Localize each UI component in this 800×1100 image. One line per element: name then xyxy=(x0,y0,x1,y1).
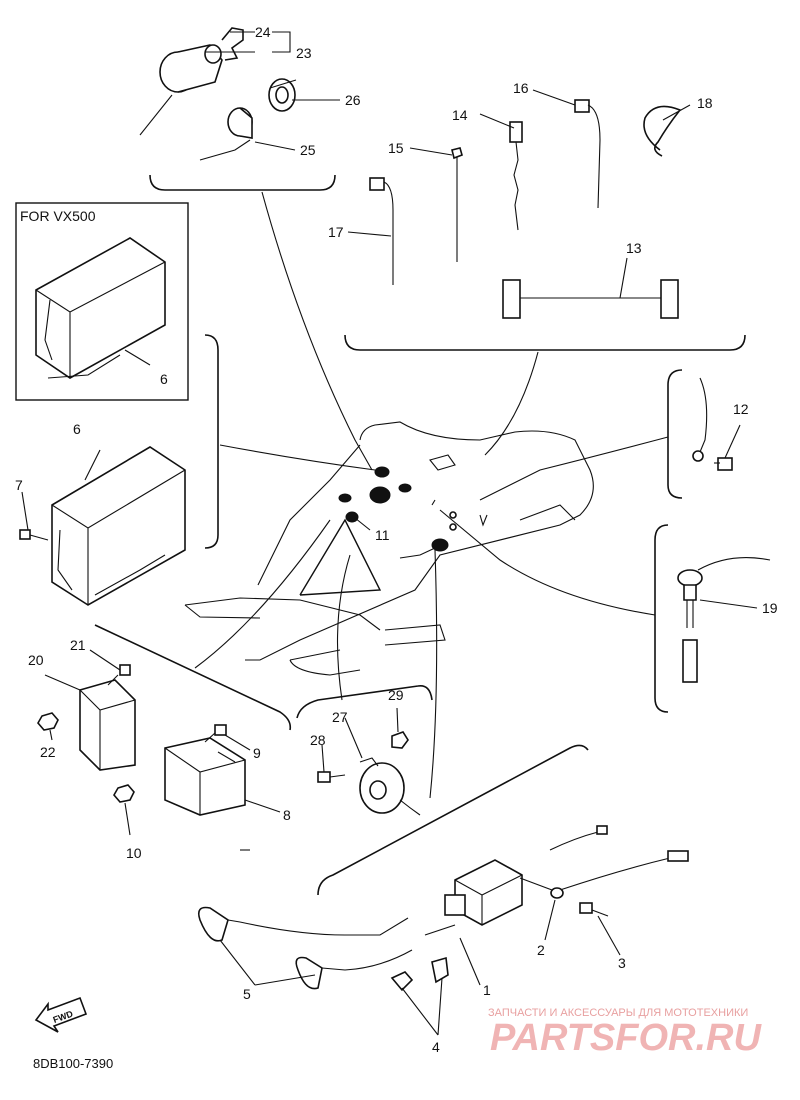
callout-11: 11 xyxy=(375,527,390,543)
callout-3: 3 xyxy=(618,955,626,971)
watermark-logo: PARTSFOR.RU xyxy=(490,1017,762,1059)
bolt-28 xyxy=(317,771,346,783)
bolt-9 xyxy=(204,724,227,743)
unit-8 xyxy=(164,737,246,816)
callout-labels: 1 2 3 4 5 6 6 7 8 9 10 11 12 13 14 15 16… xyxy=(15,24,778,1055)
chassis-outline xyxy=(184,421,594,676)
main-switch-assembly xyxy=(139,27,244,136)
callout-13: 13 xyxy=(626,240,642,256)
bolt-21 xyxy=(107,664,131,686)
tie-17 xyxy=(369,177,394,285)
callout-6: 6 xyxy=(73,421,81,437)
ignition-coil xyxy=(444,825,689,926)
wire-leaders xyxy=(194,191,669,799)
plug-caps-5 xyxy=(197,906,456,990)
callout-6-vx500: 6 xyxy=(160,371,168,387)
tie-16 xyxy=(574,99,601,209)
group-brackets xyxy=(94,174,746,896)
clip-14 xyxy=(509,121,523,231)
callout-16: 16 xyxy=(513,80,529,96)
callout-18: 18 xyxy=(697,95,713,111)
callout-4: 4 xyxy=(432,1039,440,1055)
callout-5: 5 xyxy=(243,986,251,1002)
band-13 xyxy=(502,279,679,319)
fwd-arrow: FWD xyxy=(34,996,88,1033)
callout-29: 29 xyxy=(388,687,404,703)
grommet xyxy=(268,78,297,112)
tie-15 xyxy=(451,147,463,262)
callout-1: 1 xyxy=(483,982,491,998)
callout-14: 14 xyxy=(452,107,468,123)
nut-22 xyxy=(37,712,59,731)
callout-23: 23 xyxy=(296,45,312,61)
callout-27: 27 xyxy=(332,709,348,725)
callout-9: 9 xyxy=(253,745,261,761)
callout-28: 28 xyxy=(310,732,326,748)
control-unit-main xyxy=(51,446,186,606)
callout-19: 19 xyxy=(762,600,778,616)
callout-25: 25 xyxy=(300,142,316,158)
callout-10: 10 xyxy=(126,845,142,861)
callout-leaders xyxy=(21,31,758,1036)
callout-21: 21 xyxy=(70,637,86,653)
callout-17: 17 xyxy=(328,224,344,240)
callout-15: 15 xyxy=(388,140,404,156)
harness-connectors xyxy=(338,466,488,559)
callout-2: 2 xyxy=(537,942,545,958)
callout-24: 24 xyxy=(255,24,271,40)
control-unit-vx500 xyxy=(35,237,166,379)
callout-7: 7 xyxy=(15,477,23,493)
callout-8: 8 xyxy=(283,807,291,823)
clips-4 xyxy=(390,956,449,992)
callout-22: 22 xyxy=(40,744,56,760)
callout-20: 20 xyxy=(28,652,44,668)
sensor-19 xyxy=(677,557,771,683)
unit-20 xyxy=(79,679,136,771)
nut-10 xyxy=(113,784,135,803)
callout-26: 26 xyxy=(345,92,361,108)
buzzer-27 xyxy=(359,757,421,816)
stop-switch xyxy=(199,107,253,161)
vx500-variant-box xyxy=(15,202,189,401)
bolt-7 xyxy=(19,529,49,541)
vx500-variant-label: FOR VX500 xyxy=(20,208,96,224)
callout-12: 12 xyxy=(733,401,749,417)
watermark-tagline: ЗАПЧАСТИ И АКСЕССУАРЫ ДЛЯ МОТОТЕХНИКИ xyxy=(488,1007,748,1019)
diagram-code: 8DB100-7390 xyxy=(33,1056,113,1071)
nut-29 xyxy=(391,731,409,749)
